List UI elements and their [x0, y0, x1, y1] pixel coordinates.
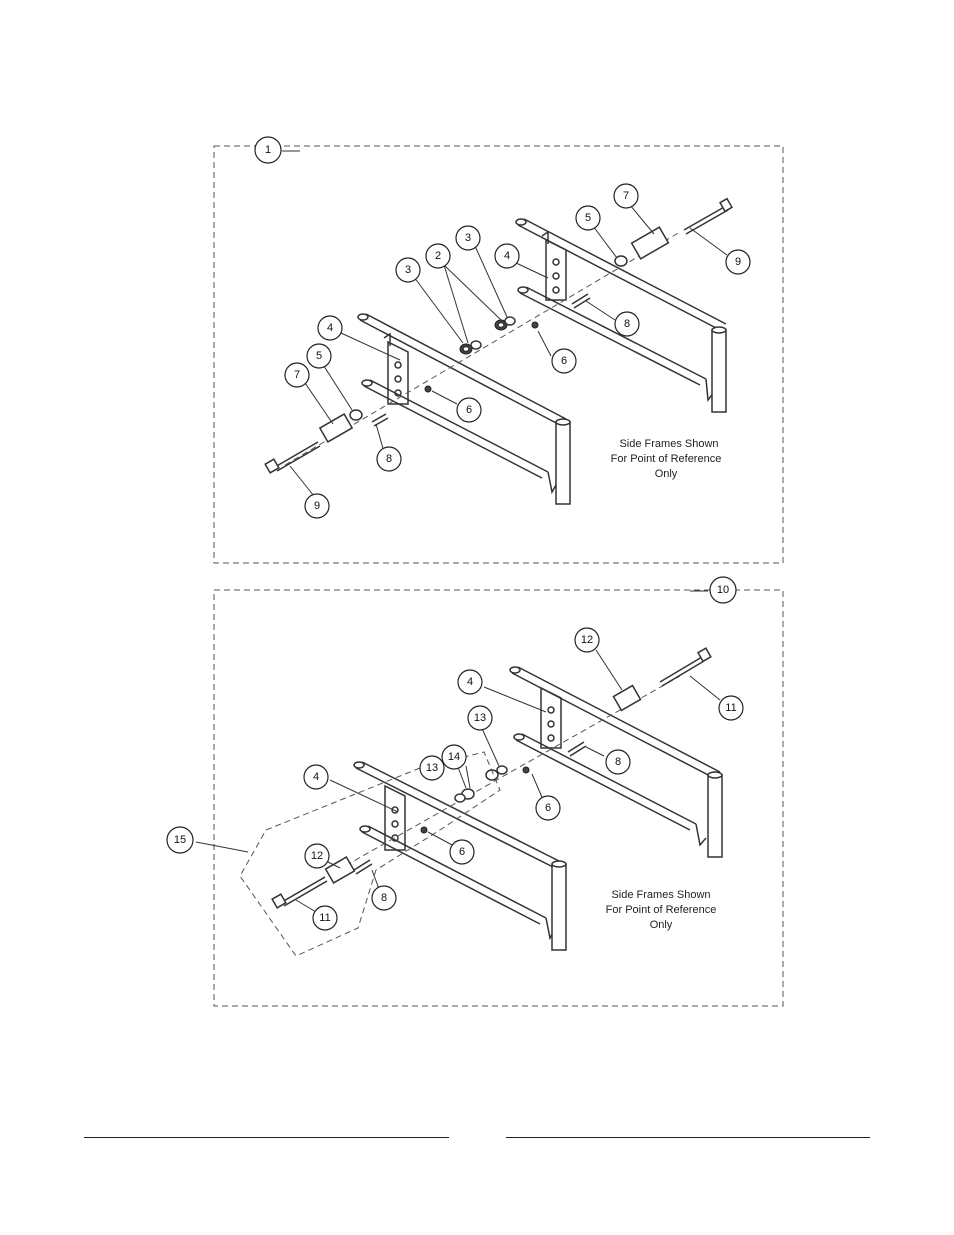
callout-top-6a: 6 [551, 348, 577, 374]
callout-assembly-1: 1 [254, 136, 282, 164]
callout-bottom-14: 14 [441, 744, 467, 770]
callout-bottom-13a: 13 [467, 705, 493, 731]
callout-bottom-12b: 12 [304, 843, 330, 869]
svg-text:7: 7 [623, 190, 629, 202]
side-frame-right-bottom [509, 666, 723, 858]
svg-text:Side Frames Shown: Side Frames Shown [619, 438, 718, 450]
svg-text:5: 5 [585, 212, 591, 224]
reference-note-top: Side Frames Shown For Point of Reference… [611, 438, 722, 480]
svg-text:6: 6 [561, 355, 567, 367]
svg-text:Side Frames Shown: Side Frames Shown [611, 889, 710, 901]
hardware-bottom [271, 647, 712, 909]
svg-text:10: 10 [717, 584, 729, 596]
svg-text:3: 3 [405, 264, 411, 276]
side-frame-left-top [357, 313, 571, 505]
svg-text:8: 8 [381, 892, 387, 904]
callout-bottom-13b: 13 [419, 755, 445, 781]
callout-bottom-6a: 6 [535, 795, 561, 821]
svg-text:13: 13 [474, 712, 486, 724]
svg-text:2: 2 [435, 250, 441, 262]
callout-top-9a: 9 [725, 249, 751, 275]
svg-text:4: 4 [327, 322, 333, 334]
callout-bottom-15: 15 [166, 826, 194, 854]
callout-bottom-11a: 11 [718, 695, 744, 721]
svg-text:9: 9 [314, 500, 320, 512]
callout-top-4b: 4 [317, 315, 343, 341]
callout-bottom-4b: 4 [303, 764, 329, 790]
svg-text:For Point of Reference: For Point of Reference [611, 453, 722, 465]
svg-text:6: 6 [545, 802, 551, 814]
footer-rule-right [506, 1137, 870, 1138]
callout-top-5a: 5 [575, 205, 601, 231]
side-frame-left-bottom [353, 761, 567, 951]
callout-top-7b: 7 [284, 362, 310, 388]
callout-top-5b: 5 [306, 343, 332, 369]
callout-bottom-6b: 6 [449, 839, 475, 865]
svg-text:4: 4 [313, 771, 319, 783]
hardware-top [264, 197, 733, 474]
callout-top-3a: 3 [395, 257, 421, 283]
svg-text:7: 7 [294, 369, 300, 381]
callout-top-9b: 9 [304, 493, 330, 519]
svg-text:8: 8 [386, 453, 392, 465]
svg-text:8: 8 [624, 318, 630, 330]
svg-text:8: 8 [615, 756, 621, 768]
assembly-frame-bottom [213, 589, 784, 1007]
side-frame-right-top [515, 218, 727, 413]
callout-top-8b: 8 [376, 446, 402, 472]
svg-text:11: 11 [725, 702, 736, 714]
svg-text:4: 4 [467, 676, 473, 688]
svg-text:Only: Only [650, 919, 673, 931]
callout-top-6b: 6 [456, 397, 482, 423]
callout-bottom-11b: 11 [312, 905, 338, 931]
callout-assembly-10: 10 [709, 576, 737, 604]
callout-top-3b: 3 [455, 225, 481, 251]
svg-text:15: 15 [174, 834, 186, 846]
svg-text:13: 13 [426, 762, 438, 774]
subassembly-15-outline [239, 751, 501, 957]
svg-text:6: 6 [466, 404, 472, 416]
callout-top-4a: 4 [494, 243, 520, 269]
svg-text:3: 3 [465, 232, 471, 244]
callout-top-2: 2 [425, 243, 451, 269]
callout-bottom-4a: 4 [457, 669, 483, 695]
svg-text:9: 9 [735, 256, 741, 268]
reference-note-bottom: Side Frames Shown For Point of Reference… [606, 889, 717, 931]
svg-text:11: 11 [319, 912, 330, 924]
callout-top-7a: 7 [613, 183, 639, 209]
callout-bottom-8a: 8 [605, 749, 631, 775]
callout-top-8a: 8 [614, 311, 640, 337]
svg-text:Only: Only [655, 468, 678, 480]
svg-text:12: 12 [581, 634, 593, 646]
leader-lines-top [282, 150, 728, 497]
callout-bottom-8b: 8 [371, 885, 397, 911]
footer-rule-left [84, 1137, 449, 1138]
svg-text:14: 14 [448, 751, 460, 763]
svg-text:6: 6 [459, 846, 465, 858]
callout-bottom-12a: 12 [574, 627, 600, 653]
svg-text:For Point of Reference: For Point of Reference [606, 904, 717, 916]
svg-text:1: 1 [265, 144, 271, 156]
svg-text:12: 12 [311, 850, 323, 862]
svg-text:4: 4 [504, 250, 510, 262]
assembly-frame-top [213, 145, 784, 564]
svg-text:5: 5 [316, 350, 322, 362]
